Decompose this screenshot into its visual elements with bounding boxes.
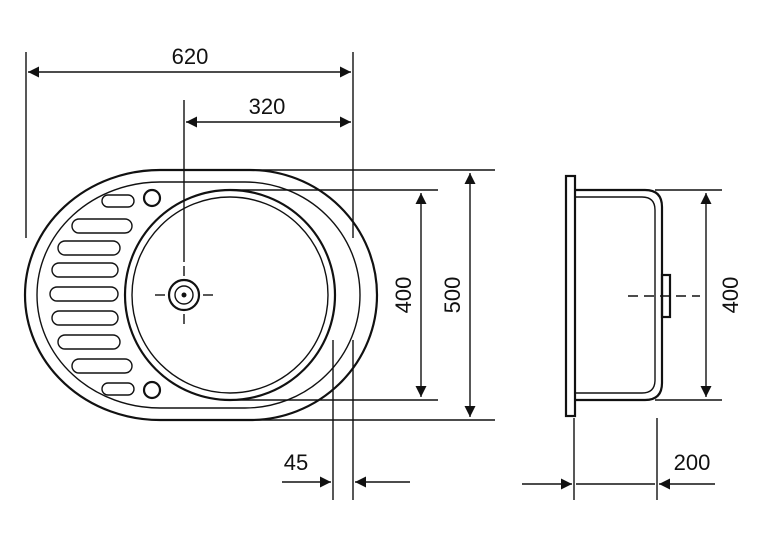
overflow-hole-top	[142, 188, 162, 208]
drainboard-ribs	[49, 194, 135, 396]
rib-4	[51, 262, 119, 278]
drain-icon	[155, 266, 213, 324]
side-bowl-inner	[575, 196, 656, 394]
dimension-bowl-offset: 320	[183, 94, 351, 262]
dimension-bowl-diameter: 400	[232, 189, 438, 401]
dimension-rim-width: 45	[282, 340, 410, 500]
dimension-bowl-depth: 200	[522, 418, 715, 500]
dimension-overall-width: 620	[25, 44, 354, 238]
rib-7	[57, 334, 121, 350]
side-rim-flange	[564, 174, 577, 418]
label-bowl-offset: 320	[249, 94, 286, 119]
sink-side-view	[564, 174, 700, 418]
rib-6	[51, 310, 119, 326]
dimension-side-bowl-height: 400	[655, 189, 743, 401]
bowl-inner-circle	[131, 196, 329, 394]
side-bowl-outline	[575, 188, 664, 402]
sink-top-view	[23, 168, 379, 422]
rib-9	[101, 382, 135, 396]
rib-3	[57, 240, 121, 256]
sink-outer-outline	[23, 168, 379, 422]
rib-2	[71, 218, 133, 234]
label-rim-width: 45	[284, 450, 308, 475]
label-overall-width: 620	[172, 44, 209, 69]
label-overall-depth: 500	[440, 277, 465, 314]
sink-inner-outline	[36, 181, 361, 409]
rib-1	[101, 194, 135, 208]
label-bowl-depth: 200	[674, 450, 711, 475]
label-side-bowl-height: 400	[718, 277, 743, 314]
overflow-hole-bottom	[142, 380, 162, 400]
label-bowl-diameter: 400	[391, 277, 416, 314]
rib-5	[49, 286, 119, 302]
dimension-overall-depth: 500	[250, 169, 495, 421]
rib-8	[71, 358, 133, 374]
bowl-outer-circle	[123, 188, 337, 402]
